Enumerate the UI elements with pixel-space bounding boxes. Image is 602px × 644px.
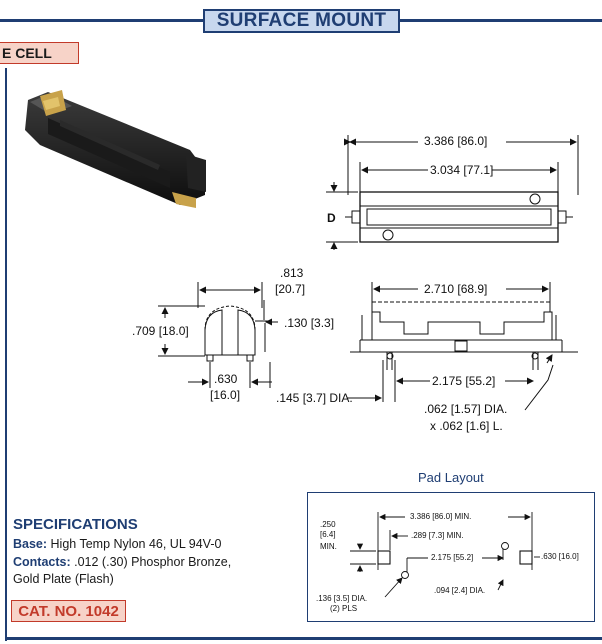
specs-title: SPECIFICATIONS <box>13 516 138 533</box>
page-title: SURFACE MOUNT <box>203 9 400 33</box>
pad-hole-dia-b: (2) PLS <box>330 604 358 613</box>
pad-hole-spacing: 2.175 [55.2] <box>431 553 474 562</box>
side-view <box>347 282 578 411</box>
pad-hole-dia-a: .136 [3.5] DIA. <box>316 594 368 603</box>
dim-foot-spacing-mm: [16.0] <box>210 388 241 402</box>
dim-contact-len: x .062 [1.6] L. <box>430 419 503 433</box>
end-view <box>158 282 278 388</box>
pad-height-a: .250 <box>320 520 336 529</box>
pad-small-hole: .094 [2.4] DIA. <box>434 586 486 595</box>
dim-end-width: .813 <box>280 266 304 280</box>
dim-pin-spacing: 2.175 [55.2] <box>432 374 496 388</box>
pad-layout-drawing <box>350 512 540 598</box>
dim-overall-length: 3.386 [86.0] <box>424 134 488 148</box>
dim-end-width-mm: [20.7] <box>275 282 306 296</box>
dim-pin-dia: .145 [3.7] DIA. <box>276 391 353 405</box>
dim-foot-spacing: .630 <box>214 372 238 386</box>
spec-base-value: High Temp Nylon 46, UL 94V-0 <box>47 537 222 551</box>
spec-base-label: Base: <box>13 537 48 551</box>
pad-layout-frame <box>307 492 595 622</box>
top-view <box>326 135 579 250</box>
spec-base: Base: High Temp Nylon 46, UL 94V-0 <box>13 537 221 551</box>
dim-tab: .130 [3.3] <box>284 316 335 330</box>
pad-spacing: .630 [16.0] <box>541 552 579 561</box>
spec-contacts-value: .012 (.30) Phosphor Bronze, <box>70 555 232 569</box>
pad-width: .289 [7.3] MIN. <box>411 531 464 540</box>
pad-height-c: MIN. <box>320 542 337 551</box>
catalog-number: CAT. NO. 1042 <box>11 600 126 622</box>
header-rule-right <box>398 19 602 22</box>
spec-contacts-label: Contacts: <box>13 555 71 569</box>
section-left-rule <box>5 68 7 641</box>
spec-contacts-line2: Gold Plate (Flash) <box>13 572 114 586</box>
dim-side-length: 2.710 [68.9] <box>424 282 488 296</box>
dim-contact-dia: .062 [1.57] DIA. <box>424 402 508 416</box>
header-rule-left <box>0 19 205 22</box>
product-photo <box>25 90 206 208</box>
dim-end-height: .709 [18.0] <box>132 324 189 338</box>
pad-layout-title: Pad Layout <box>418 470 484 485</box>
pad-height-b: [6.4] <box>320 530 336 539</box>
section-tag: E CELL <box>0 42 79 64</box>
dim-d-label: D <box>327 211 336 225</box>
pad-overall: 3.386 [86.0] MIN. <box>410 512 472 521</box>
dim-inner-length: 3.034 [77.1] <box>430 163 494 177</box>
spec-contacts: Contacts: .012 (.30) Phosphor Bronze, <box>13 555 231 569</box>
bottom-rule <box>5 637 602 640</box>
